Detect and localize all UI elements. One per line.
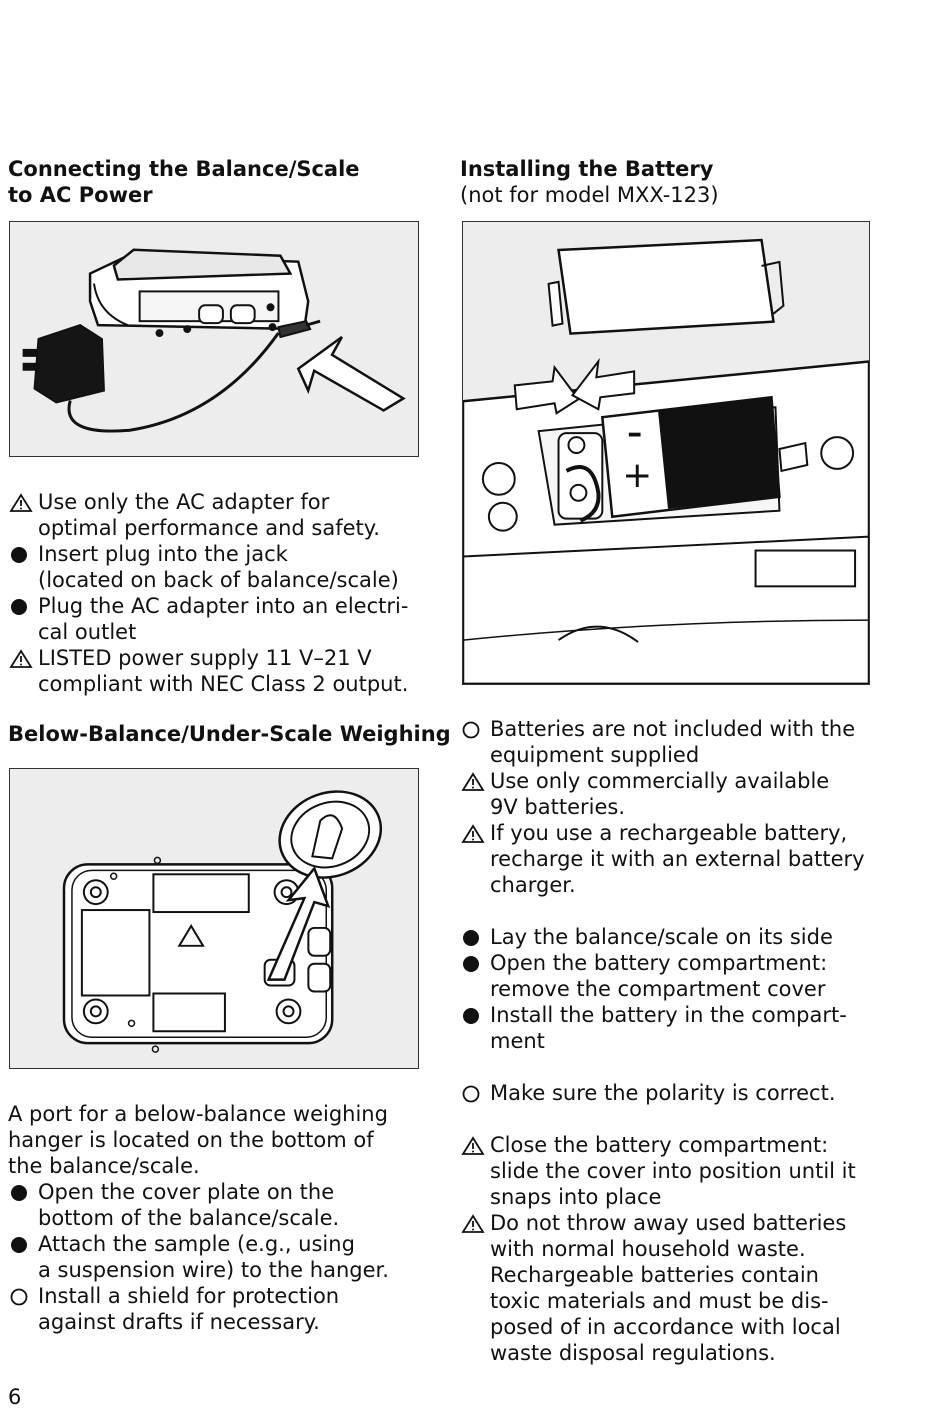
list-item: LISTED power supply 11 V–21 V compliant … xyxy=(8,645,428,697)
filled-bullet-icon xyxy=(8,541,34,567)
battery-compartment-drawing: – + xyxy=(463,238,869,684)
list-item: If you use a rechargeable battery, recha… xyxy=(460,820,900,898)
list-item: Insert plug into the jack (located on ba… xyxy=(8,541,428,593)
warning-triangle-icon xyxy=(8,645,34,671)
filled-bullet-icon xyxy=(460,950,486,976)
list-item: Use only commercially available 9V batte… xyxy=(460,768,900,820)
filled-bullet-icon xyxy=(8,1179,34,1205)
ac-power-heading: Connecting the Balance/Scale to AC Power xyxy=(8,156,360,208)
filled-bullet-icon xyxy=(460,1002,486,1028)
below-balance-illustration xyxy=(9,768,419,1069)
battery-heading: Installing the Battery xyxy=(460,157,714,181)
below-balance-list: Open the cover plate on the bottom of th… xyxy=(8,1179,428,1335)
filled-bullet-icon xyxy=(8,1231,34,1257)
below-balance-intro: A port for a below-balance weighing hang… xyxy=(8,1102,388,1178)
balance-with-adapter-drawing xyxy=(22,248,406,433)
list-item: Attach the sample (e.g., using a suspens… xyxy=(8,1231,428,1283)
battery-subheading: (not for model MXX-123) xyxy=(460,183,719,207)
list-item: Batteries are not included with the equi… xyxy=(460,716,900,768)
hollow-bullet-icon xyxy=(460,716,486,742)
ac-power-heading-line1: Connecting the Balance/Scale xyxy=(8,157,360,181)
below-balance-heading: Below-Balance/Under-Scale Weighing xyxy=(8,722,451,746)
hollow-bullet-icon xyxy=(8,1283,34,1309)
warning-triangle-icon xyxy=(460,768,486,794)
page-number: 6 xyxy=(8,1385,22,1409)
warning-triangle-icon xyxy=(460,1132,486,1158)
filled-bullet-icon xyxy=(8,593,34,619)
list-item: Plug the AC adapter into an electri- cal… xyxy=(8,593,428,645)
list-item: Open the cover plate on the bottom of th… xyxy=(8,1179,428,1231)
warning-triangle-icon xyxy=(8,489,34,515)
list-item: Lay the balance/scale on its side xyxy=(460,924,900,950)
battery-list: Batteries are not included with the equi… xyxy=(460,716,900,1366)
warning-triangle-icon xyxy=(460,1210,486,1236)
list-item: Do not throw away used batteries with no… xyxy=(460,1210,900,1366)
balance-underside-drawing xyxy=(62,790,383,1053)
list-item: Open the battery compartment: remove the… xyxy=(460,950,900,1002)
list-item: Install the battery in the compart- ment xyxy=(460,1002,900,1054)
ac-power-heading-line2: to AC Power xyxy=(8,183,153,207)
warning-triangle-icon xyxy=(460,820,486,846)
battery-plus-label: + xyxy=(622,455,652,496)
hollow-bullet-icon xyxy=(460,1080,486,1106)
list-item: Install a shield for protection against … xyxy=(8,1283,428,1335)
battery-illustration: – + xyxy=(462,221,870,685)
ac-power-list: Use only the AC adapter for optimal perf… xyxy=(8,489,428,697)
filled-bullet-icon xyxy=(460,924,486,950)
list-item: Make sure the polarity is correct. xyxy=(460,1080,900,1106)
list-item: Use only the AC adapter for optimal perf… xyxy=(8,489,428,541)
list-item: Close the battery compartment: slide the… xyxy=(460,1132,900,1210)
ac-adapter-illustration xyxy=(9,221,419,457)
battery-heading-block: Installing the Battery (not for model MX… xyxy=(460,156,719,208)
battery-minus-label: – xyxy=(627,416,642,451)
